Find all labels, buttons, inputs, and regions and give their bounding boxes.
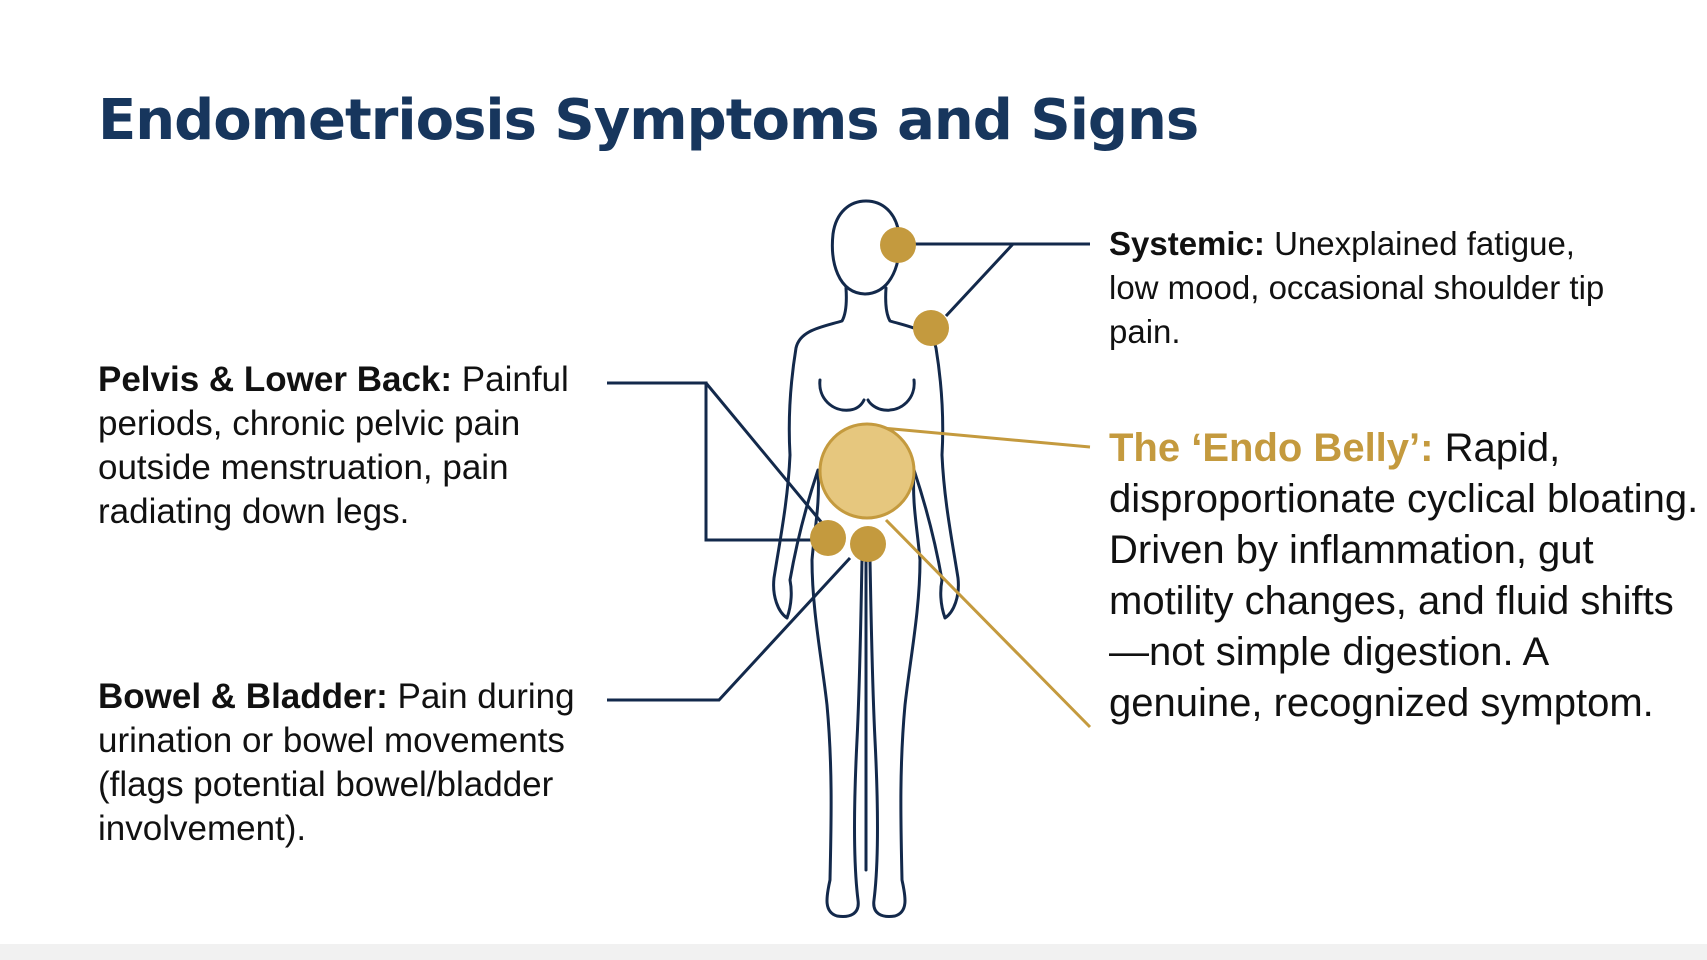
callout-heading: The ‘Endo Belly’: — [1109, 426, 1434, 470]
page-title: Endometriosis Symptoms and Signs — [98, 88, 1199, 153]
callout-bowel-bladder: Bowel & Bladder: Pain during urination o… — [98, 675, 618, 851]
pelvis-diagonal-connector — [704, 382, 824, 524]
symptom-markers — [810, 227, 949, 562]
callout-heading: Systemic: — [1109, 225, 1265, 262]
footer-strip — [0, 944, 1707, 960]
callout-text: Rapid, disproportionate cyclical bloatin… — [1109, 426, 1699, 725]
callout-text: Pain during urination or bowel movements… — [98, 677, 575, 848]
pelvis-connector — [607, 381, 812, 542]
callout-systemic: Systemic: Unexplained fatigue, low mood,… — [1109, 222, 1629, 354]
symptom-dot-icon — [880, 227, 916, 263]
belly-connectors — [881, 426, 1092, 729]
bowel-connector — [607, 556, 852, 702]
callout-heading: Pelvis & Lower Back: — [98, 360, 453, 399]
callout-text: Painful periods, chronic pelvic pain out… — [98, 360, 569, 531]
callout-text: Unexplained fatigue, low mood, occasiona… — [1109, 225, 1605, 350]
symptom-dot-icon — [810, 520, 846, 556]
symptom-dot-icon — [850, 526, 886, 562]
connector-lines — [607, 242, 1090, 702]
callout-pelvis-lower-back: Pelvis & Lower Back: Painful periods, ch… — [98, 358, 618, 534]
systemic-connector — [944, 242, 1090, 318]
symptom-dot-icon — [913, 310, 949, 346]
callout-endo-belly: The ‘Endo Belly’: Rapid, disproportionat… — [1109, 423, 1699, 729]
endo-belly-marker — [818, 422, 916, 520]
callout-heading: Bowel & Bladder: — [98, 677, 388, 716]
